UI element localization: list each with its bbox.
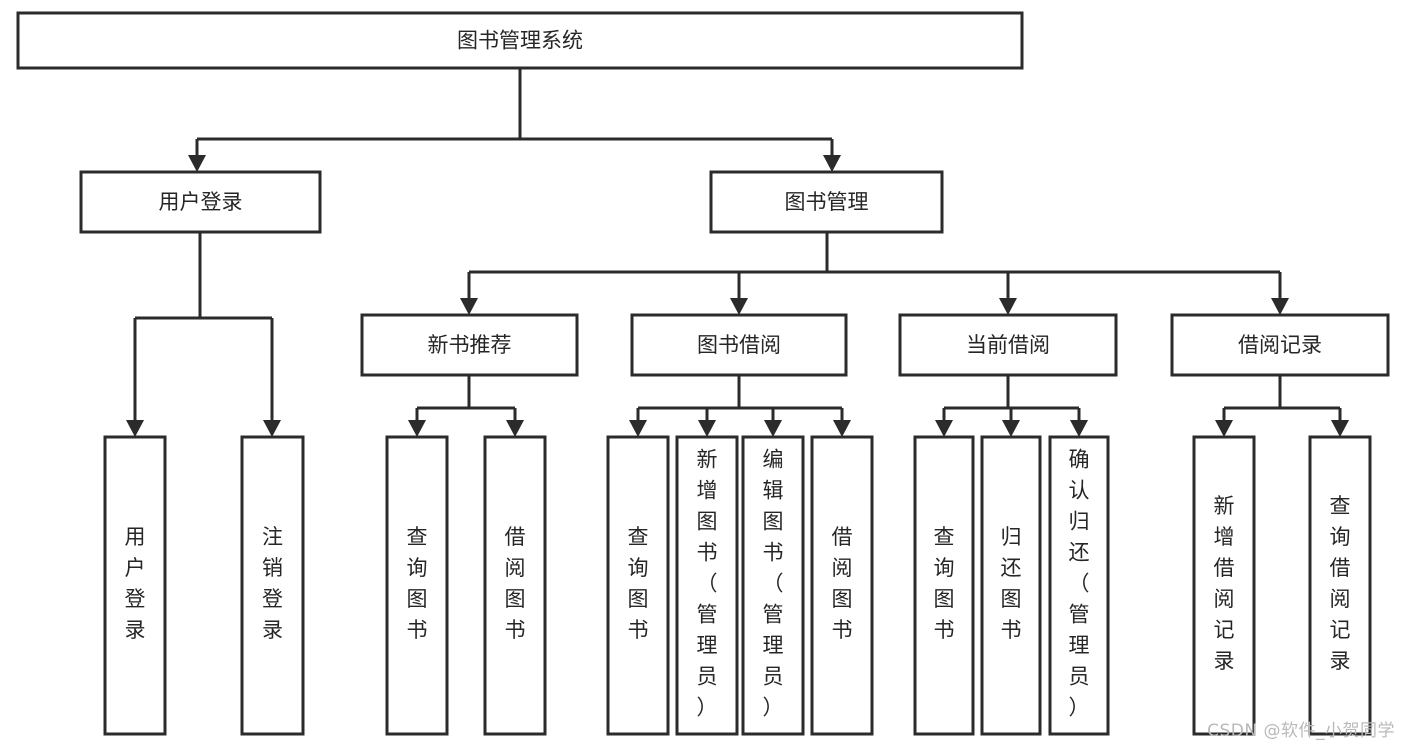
node-book-management[interactable]: 图书管理	[709, 170, 944, 234]
node-label-current-borrow: 当前借阅	[966, 333, 1050, 357]
node-box-leaf-query-borrow-record	[1308, 435, 1372, 736]
node-leaf-add-borrow-record[interactable]: 新增借阅记录	[1192, 435, 1256, 736]
node-label-leaf-query-book-current: 查询图书	[934, 525, 955, 642]
node-label-leaf-edit-book-admin: 编辑图书（管理员）	[763, 448, 784, 720]
node-leaf-edit-book-admin[interactable]: 编辑图书（管理员）	[741, 435, 805, 736]
arrow-to-leaf-user-login	[126, 420, 144, 437]
node-box-leaf-logout-login	[240, 435, 305, 736]
node-label-leaf-add-book-admin: 新增图书（管理员）	[697, 448, 718, 720]
node-label-leaf-query-book-borrow: 查询图书	[628, 525, 649, 642]
node-new-book-recommend[interactable]: 新书推荐	[360, 313, 579, 377]
arrow-to-leaf-add-book-admin	[698, 420, 716, 437]
arrow-to-leaf-return-book	[1002, 420, 1020, 437]
node-box-leaf-add-borrow-record	[1192, 435, 1256, 736]
arrow-to-user-login	[188, 155, 206, 172]
node-box-new-book-recommend	[360, 313, 579, 377]
arrow-to-book-borrow	[730, 298, 748, 315]
node-box-leaf-query-book-current	[913, 435, 975, 736]
node-layer: 图书管理系统用户登录图书管理新书推荐图书借阅当前借阅借阅记录用户登录注销登录查询…	[16, 11, 1390, 736]
arrow-to-borrow-records	[1271, 298, 1289, 315]
node-leaf-borrow-book[interactable]: 借阅图书	[810, 435, 874, 736]
node-box-root	[16, 11, 1024, 70]
arrowhead-layer	[126, 155, 1349, 437]
node-box-current-borrow	[898, 313, 1118, 377]
node-box-leaf-user-login	[103, 435, 167, 736]
node-label-leaf-query-borrow-record: 查询借阅记录	[1330, 494, 1351, 673]
node-label-book-management: 图书管理	[785, 190, 869, 214]
connector-layer	[133, 68, 1342, 421]
arrow-to-leaf-confirm-return-admin	[1070, 420, 1088, 437]
node-leaf-query-book-current[interactable]: 查询图书	[913, 435, 975, 736]
node-leaf-confirm-return-admin[interactable]: 确认归还（管理员）	[1048, 435, 1110, 736]
node-leaf-query-book-borrow[interactable]: 查询图书	[606, 435, 670, 736]
arrow-to-leaf-query-book-rec	[408, 420, 426, 437]
node-label-leaf-borrow-book-rec: 借阅图书	[505, 525, 526, 642]
node-box-leaf-query-book-rec	[385, 435, 449, 736]
csdn-watermark: CSDN @软件_小贺同学	[1207, 721, 1395, 741]
node-label-leaf-user-login: 用户登录	[125, 525, 146, 642]
arrow-to-book-mgmt	[823, 155, 841, 172]
node-box-leaf-query-book-borrow	[606, 435, 670, 736]
node-leaf-return-book[interactable]: 归还图书	[980, 435, 1042, 736]
node-box-leaf-confirm-return-admin	[1048, 435, 1110, 736]
arrow-to-leaf-borrow-book-rec	[506, 420, 524, 437]
arrow-to-leaf-logout-login	[263, 420, 281, 437]
node-leaf-borrow-book-rec[interactable]: 借阅图书	[483, 435, 547, 736]
node-label-leaf-query-book-rec: 查询图书	[407, 525, 428, 642]
node-label-leaf-logout-login: 注销登录	[262, 525, 283, 642]
node-leaf-query-book-rec[interactable]: 查询图书	[385, 435, 449, 736]
arrow-to-leaf-edit-book-admin	[764, 420, 782, 437]
node-box-leaf-borrow-book	[810, 435, 874, 736]
node-box-user-login	[79, 170, 322, 234]
node-root[interactable]: 图书管理系统	[16, 11, 1024, 70]
arrow-to-leaf-query-book-borrow	[629, 420, 647, 437]
node-box-book-borrow	[630, 313, 848, 377]
node-label-borrow-records: 借阅记录	[1238, 333, 1322, 357]
node-box-borrow-records	[1170, 313, 1390, 377]
node-borrow-records[interactable]: 借阅记录	[1170, 313, 1390, 377]
node-leaf-query-borrow-record[interactable]: 查询借阅记录	[1308, 435, 1372, 736]
node-box-leaf-edit-book-admin	[741, 435, 805, 736]
node-box-leaf-borrow-book-rec	[483, 435, 547, 736]
node-leaf-user-login[interactable]: 用户登录	[103, 435, 167, 736]
arrow-to-leaf-query-book-current	[935, 420, 953, 437]
node-current-borrow[interactable]: 当前借阅	[898, 313, 1118, 377]
node-label-leaf-return-book: 归还图书	[1001, 525, 1022, 642]
node-book-borrow[interactable]: 图书借阅	[630, 313, 848, 377]
node-box-book-management	[709, 170, 944, 234]
node-leaf-add-book-admin[interactable]: 新增图书（管理员）	[675, 435, 739, 736]
node-label-root: 图书管理系统	[457, 29, 583, 53]
node-label-user-login: 用户登录	[159, 190, 243, 214]
arrow-to-new-book-recommend	[460, 298, 478, 315]
arrow-to-current-borrow	[999, 298, 1017, 315]
arrow-to-leaf-borrow-book	[833, 420, 851, 437]
node-box-leaf-add-book-admin	[675, 435, 739, 736]
node-label-leaf-add-borrow-record: 新增借阅记录	[1214, 494, 1235, 673]
node-label-leaf-borrow-book: 借阅图书	[832, 525, 853, 642]
node-label-new-book-recommend: 新书推荐	[428, 333, 512, 357]
node-label-leaf-confirm-return-admin: 确认归还（管理员）	[1069, 448, 1090, 720]
node-user-login[interactable]: 用户登录	[79, 170, 322, 234]
node-box-leaf-return-book	[980, 435, 1042, 736]
node-leaf-logout-login[interactable]: 注销登录	[240, 435, 305, 736]
arrow-to-leaf-add-borrow-record	[1215, 420, 1233, 437]
node-label-book-borrow: 图书借阅	[697, 333, 781, 357]
arrow-to-leaf-query-borrow-record	[1331, 420, 1349, 437]
